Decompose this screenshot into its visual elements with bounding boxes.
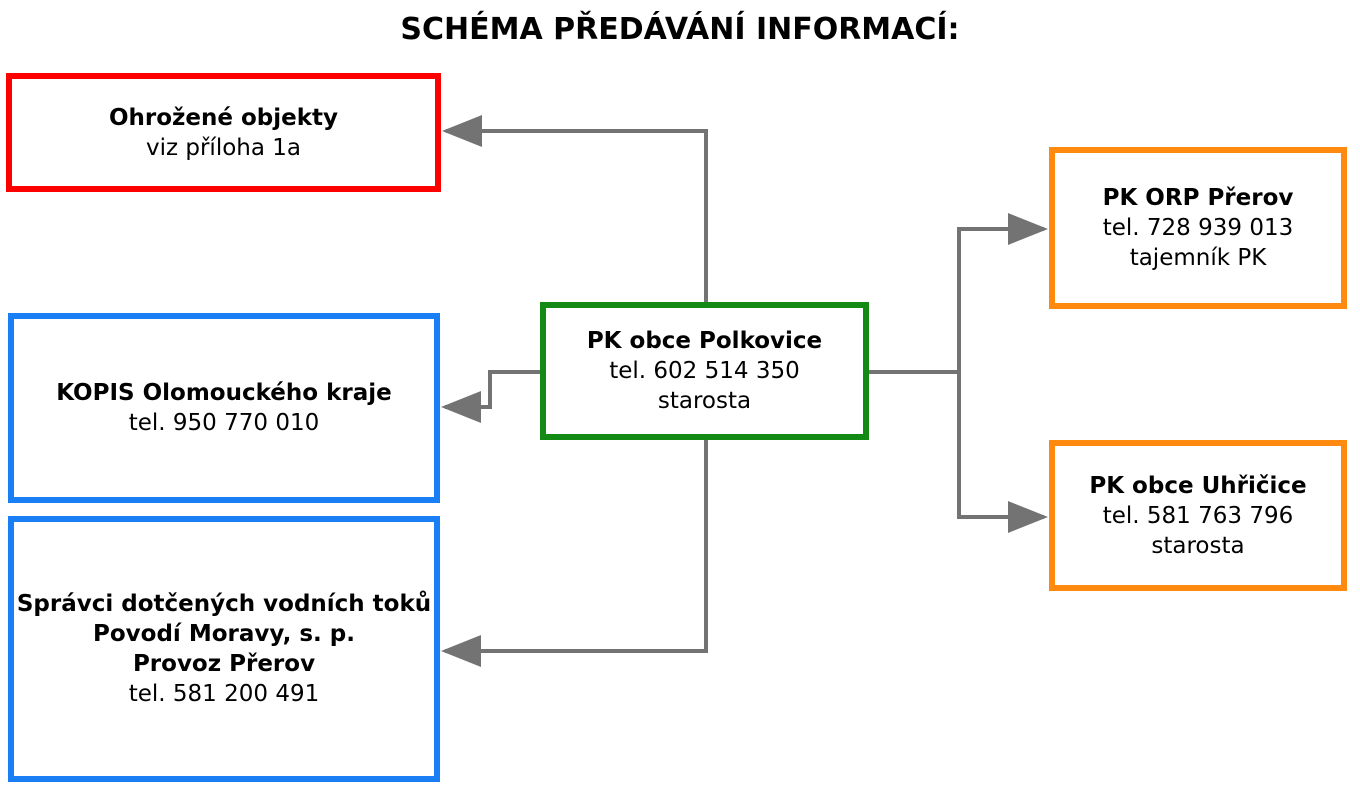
node-kopis: KOPIS Olomouckého kraje tel. 950 770 010 [8, 313, 440, 503]
node-threatened-objects: Ohrožené objekty viz příloha 1a [6, 73, 441, 192]
node-water-managers: Správci dotčených vodních toků Povodí Mo… [8, 516, 440, 782]
node-polkovice-role: starosta [657, 388, 752, 414]
arrow-center-to-uhricice [957, 372, 1048, 533]
arrow-center-to-kopis [441, 370, 540, 423]
node-polkovice-title: PK obce Polkovice [586, 328, 823, 354]
node-uhricice-title: PK obce Uhřičice [1089, 472, 1307, 499]
node-water-title: Správci dotčených vodních toků [16, 591, 432, 617]
node-uhricice-phone: tel. 581 763 796 [1102, 502, 1294, 529]
node-water-phone: tel. 581 200 491 [128, 681, 320, 707]
node-orp-phone: tel. 728 939 013 [1102, 215, 1294, 241]
node-orp-prerov: PK ORP Přerov tel. 728 939 013 tajemník … [1049, 147, 1347, 309]
node-kopis-title: KOPIS Olomouckého kraje [56, 380, 392, 406]
node-threatened-title: Ohrožené objekty [108, 104, 339, 131]
node-uhricice: PK obce Uhřičice tel. 581 763 796 staros… [1049, 440, 1347, 591]
arrow-center-to-orp [957, 213, 1048, 372]
node-polkovice-phone: tel. 602 514 350 [609, 358, 800, 384]
diagram-title: SCHÉMA PŘEDÁVÁNÍ INFORMACÍ: [400, 12, 960, 47]
arrow-center-to-water [441, 440, 708, 667]
node-kopis-phone: tel. 950 770 010 [128, 410, 320, 436]
arrow-center-to-threatened [442, 115, 708, 302]
node-threatened-note: viz příloha 1a [145, 134, 301, 161]
node-uhricice-role: starosta [1151, 532, 1245, 559]
node-water-org: Povodí Moravy, s. p. [93, 621, 355, 647]
node-water-unit: Provoz Přerov [132, 651, 316, 677]
node-polkovice: PK obce Polkovice tel. 602 514 350 staro… [540, 302, 869, 440]
node-orp-role: tajemník PK [1129, 245, 1267, 271]
node-orp-title: PK ORP Přerov [1102, 185, 1294, 211]
